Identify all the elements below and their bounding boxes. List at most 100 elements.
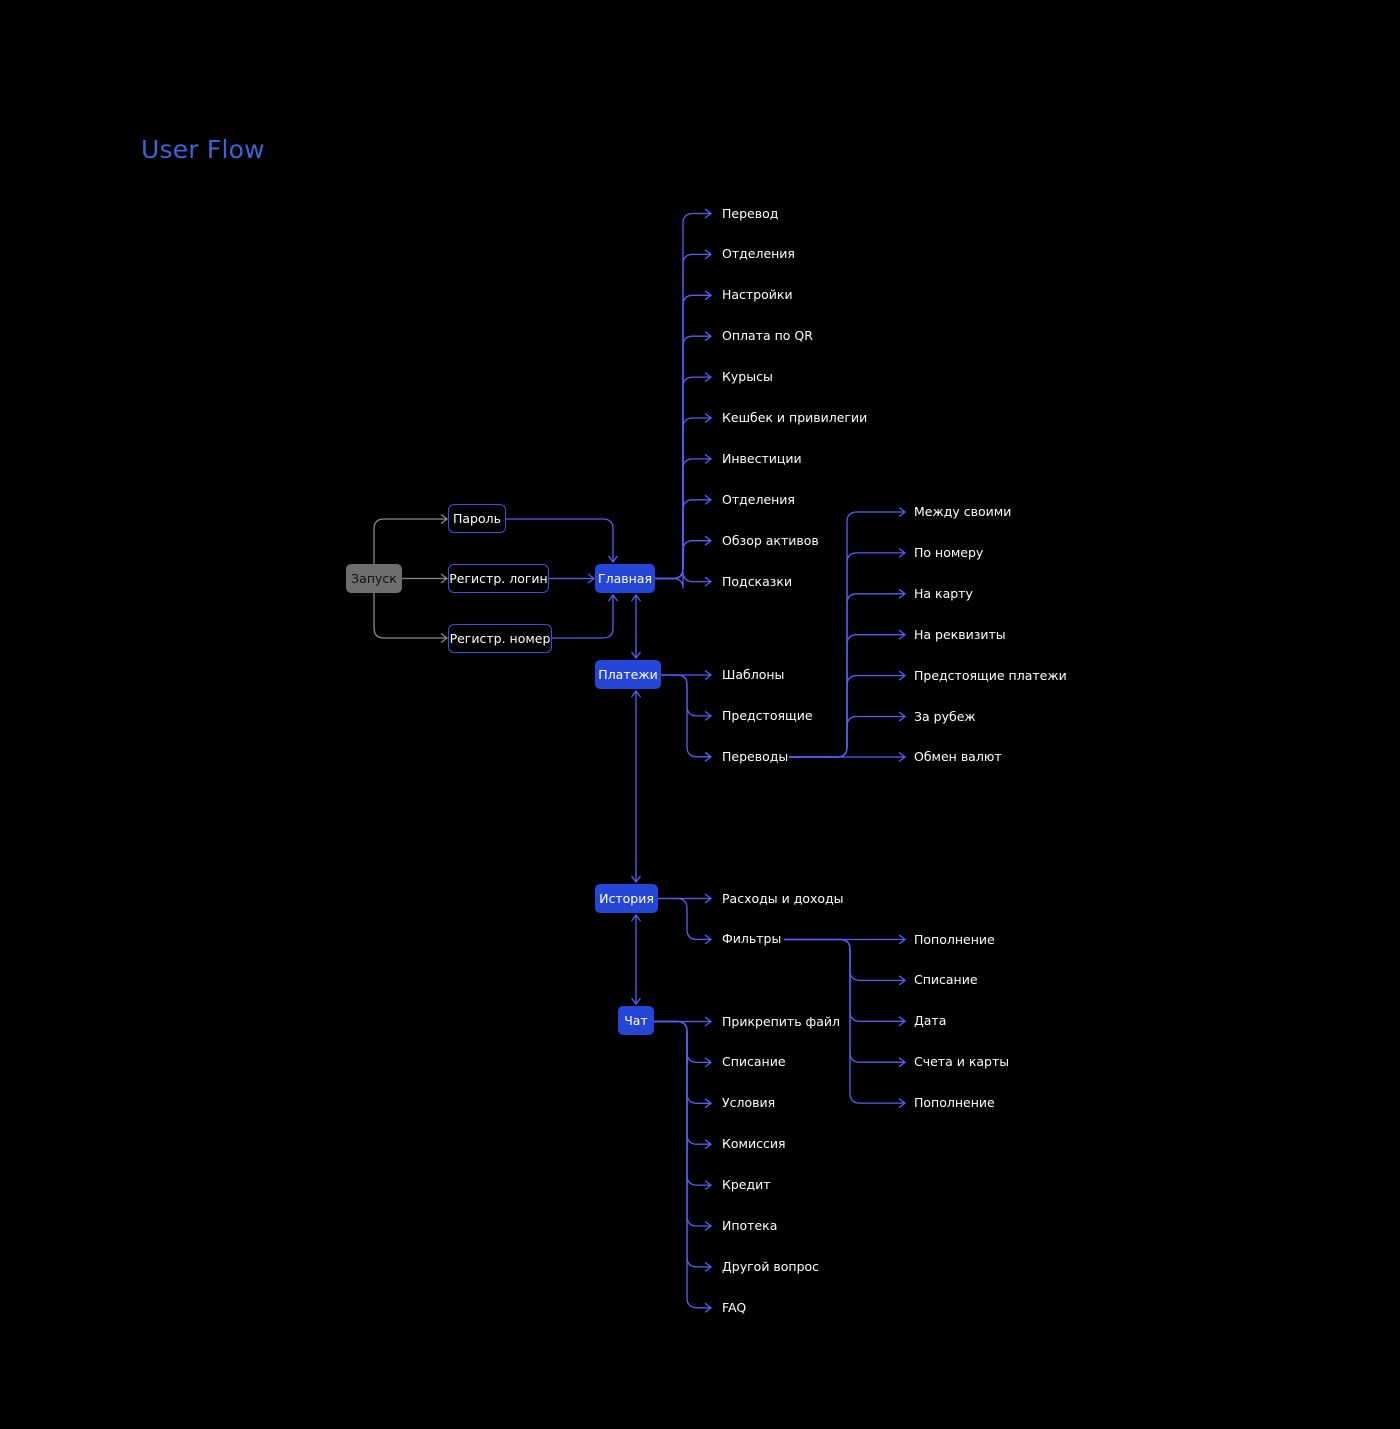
chat-menu-arrow xyxy=(704,1180,713,1191)
transfers-menu-item: На карту xyxy=(914,585,973,601)
history-menu-arrow xyxy=(704,893,713,904)
transfers-menu-item: На реквизиты xyxy=(914,626,1006,642)
chat-menu-arrow xyxy=(704,1016,713,1027)
history-menu-item: Фильтры xyxy=(722,931,782,947)
payments-menu-arrow xyxy=(704,669,713,681)
password-to-main-arrow xyxy=(607,555,619,564)
chat-menu-arrow xyxy=(704,1302,713,1313)
start-to-password-connector xyxy=(373,518,447,564)
payments-node: Платежи xyxy=(595,660,661,689)
transfers-menu-arrow xyxy=(898,670,907,681)
start-node: Запуск xyxy=(346,564,402,593)
filters-menu-arrow xyxy=(898,1016,907,1027)
transfers-menu-arrow xyxy=(898,751,907,763)
main-payments-arrow-down xyxy=(630,651,642,660)
start-to-password-arrow xyxy=(440,513,449,525)
number-to-main-arrow xyxy=(607,593,619,602)
history-menu-arrow xyxy=(704,934,713,945)
history-menu-connector xyxy=(658,897,711,941)
transfers-menu-arrow xyxy=(898,506,907,518)
transfers-menu-item: По номеру xyxy=(914,544,984,560)
chat-menu-item: Списание xyxy=(722,1054,786,1070)
main-menu-arrow xyxy=(704,453,713,464)
chat-menu-connector xyxy=(654,1020,711,1145)
main-menu-arrow xyxy=(704,249,713,260)
register-number-node: Регистр. номер xyxy=(448,624,552,653)
chat-menu-connector xyxy=(654,1020,711,1227)
payments-menu-arrow xyxy=(704,710,713,721)
main-menu-arrow xyxy=(704,290,713,301)
history-chat-arrow-up xyxy=(630,913,642,922)
filters-menu-connector xyxy=(784,938,905,1104)
chat-menu-item: Прикрепить файл xyxy=(722,1013,841,1029)
chat-menu-connector xyxy=(654,1020,711,1064)
transfers-menu-arrow xyxy=(898,711,907,722)
filters-menu-item: Пополнение xyxy=(914,931,995,947)
chat-menu-item: Ипотека xyxy=(722,1218,778,1233)
transfers-menu-arrow xyxy=(898,629,907,640)
filters-menu-item: Списание xyxy=(914,972,978,988)
payments-history-arrow-up xyxy=(630,689,642,698)
login-to-main-arrow xyxy=(587,573,596,584)
main-menu-item: Обзор активов xyxy=(722,532,819,548)
main-menu-arrow xyxy=(704,576,713,587)
filters-menu-arrow xyxy=(898,1057,907,1068)
main-menu-arrow xyxy=(704,412,713,424)
chat-menu-item: Кредит xyxy=(722,1177,771,1193)
main-menu-connector xyxy=(655,540,711,580)
main-menu-arrow xyxy=(704,535,713,546)
start-to-number-connector xyxy=(373,593,447,639)
main-menu-item: Перевод xyxy=(722,205,779,221)
chat-menu-item: Комиссия xyxy=(722,1136,786,1152)
main-menu-arrow xyxy=(704,208,713,219)
chat-menu-arrow xyxy=(704,1139,713,1150)
password-to-main-connector xyxy=(506,518,614,562)
main-node: Главная xyxy=(595,564,655,593)
payments-menu-item: Шаблоны xyxy=(722,667,785,682)
main-menu-item: Подсказки xyxy=(722,573,793,589)
filters-menu-item: Дата xyxy=(914,1013,947,1029)
main-menu-item: Отделения xyxy=(722,491,795,507)
main-menu-item: Настройки xyxy=(722,287,793,303)
filters-menu-connector xyxy=(784,938,905,982)
history-chat-arrow-down xyxy=(630,997,642,1006)
payments-menu-item: Предстоящие xyxy=(722,707,813,723)
chat-menu-item: Условия xyxy=(722,1095,776,1111)
chat-menu-arrow xyxy=(704,1220,713,1232)
payments-menu-arrow xyxy=(704,751,713,762)
main-menu-item: Оплата по QR xyxy=(722,328,813,344)
main-menu-arrow xyxy=(704,494,713,505)
transfers-menu-item: Между своими xyxy=(914,504,1012,519)
main-menu-arrow xyxy=(704,372,713,383)
filters-menu-item: Пополнение xyxy=(914,1095,995,1111)
filters-menu-arrow xyxy=(898,975,907,986)
main-menu-item: Отделения xyxy=(722,246,795,262)
transfers-menu-item: За рубеж xyxy=(914,708,976,724)
main-menu-item: Курысы xyxy=(722,369,773,385)
payments-menu-item: Переводы xyxy=(722,748,789,764)
chat-menu-item: Другой вопрос xyxy=(722,1258,820,1274)
filters-menu-arrow xyxy=(898,934,907,945)
history-menu-item: Расходы и доходы xyxy=(722,890,844,906)
chat-menu-arrow xyxy=(704,1098,713,1109)
transfers-menu-arrow xyxy=(898,588,907,599)
page-title: User Flow xyxy=(141,135,265,164)
main-menu-connector xyxy=(655,571,711,589)
main-menu-item: Инвестиции xyxy=(722,450,802,466)
start-to-login-arrow xyxy=(440,573,449,584)
payments-menu-connector xyxy=(661,674,711,758)
chat-menu-item: FAQ xyxy=(722,1299,747,1315)
password-node: Пароль xyxy=(448,504,506,533)
register-login-node: Регистр. логин xyxy=(448,564,549,593)
transfers-menu-item: Предстоящие платежи xyxy=(914,667,1067,683)
transfers-menu-arrow xyxy=(898,547,907,558)
chat-menu-arrow xyxy=(704,1261,713,1272)
number-to-main-connector xyxy=(552,595,614,639)
main-menu-item: Кешбек и привилегии xyxy=(722,410,868,425)
filters-menu-connector xyxy=(784,938,905,1063)
chat-menu-connector xyxy=(654,1020,711,1309)
chat-menu-arrow xyxy=(704,1057,713,1068)
main-payments-arrow-up xyxy=(630,593,642,602)
transfers-menu-item: Обмен валют xyxy=(914,749,1002,764)
